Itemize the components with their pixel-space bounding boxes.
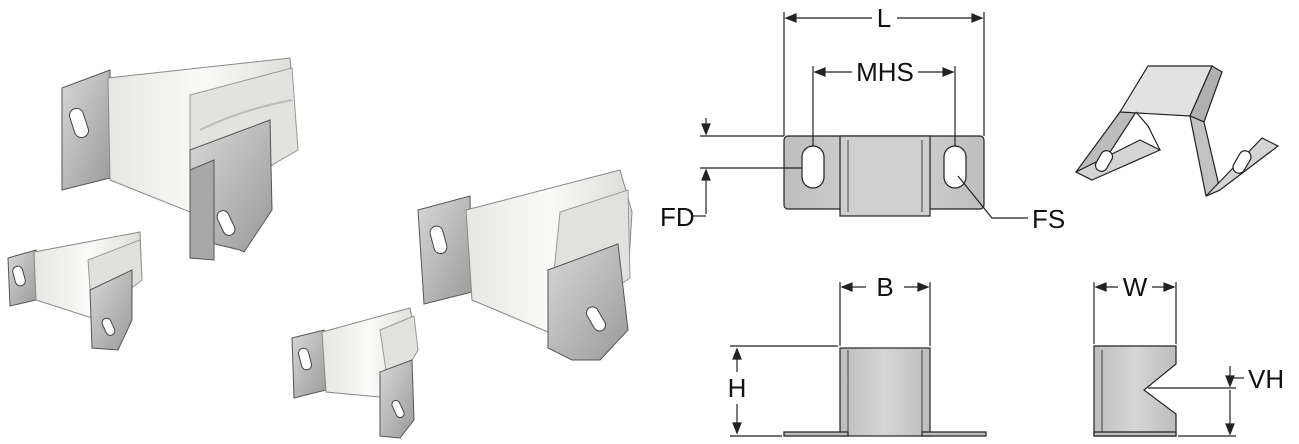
dimension-label-mhs: MHS — [856, 57, 914, 87]
product-photo-group — [7, 57, 633, 439]
bumper-small-left — [7, 231, 143, 351]
dimension-label-b: B — [876, 272, 893, 302]
front-view-drawing — [730, 282, 987, 437]
dimension-label-fd: FD — [660, 202, 695, 232]
dimension-label-length: L — [877, 3, 891, 33]
bumper-medium — [417, 169, 633, 361]
dimension-label-h: H — [728, 373, 747, 403]
dimension-label-w: W — [1123, 272, 1148, 302]
side-view-drawing — [1093, 282, 1244, 437]
bumper-large — [61, 57, 299, 261]
top-view-drawing — [692, 12, 1028, 219]
isometric-drawing — [1074, 65, 1280, 197]
bumper-small-center — [291, 307, 419, 439]
dimension-label-vh: VH — [1248, 364, 1284, 394]
dimension-label-fs: FS — [1032, 204, 1065, 234]
left-slot-icon — [801, 145, 825, 189]
